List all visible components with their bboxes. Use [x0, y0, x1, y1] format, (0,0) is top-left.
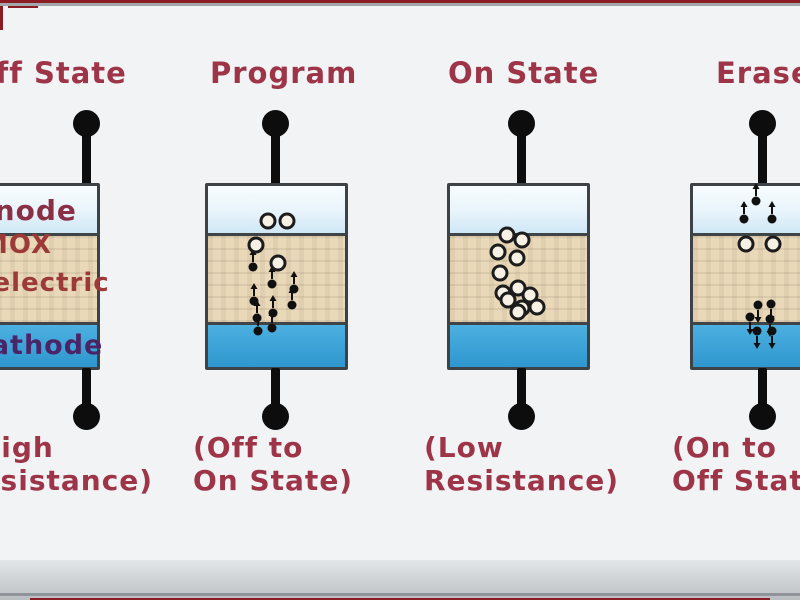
terminal-bottom-dot — [508, 403, 535, 430]
mox-label-line1: MOX — [0, 230, 53, 260]
terminal-top-stem — [758, 133, 767, 185]
mox-dielectric-layer — [693, 236, 800, 325]
terminal-top-dot — [508, 110, 535, 137]
device-box-on-state — [447, 183, 590, 370]
caption-off-state: (High Resistance) — [0, 431, 154, 497]
terminal-bottom-dot — [262, 403, 289, 430]
terminal-top-stem — [517, 133, 526, 185]
terminal-top-stem — [271, 133, 280, 185]
title-off-state: Off State — [0, 56, 127, 90]
caption-erase: (On to Off State) — [672, 431, 800, 497]
caption-program: (Off to On State) — [193, 431, 354, 497]
cathode-layer — [450, 325, 587, 367]
anode-label: Anode — [0, 194, 77, 227]
title-program: Program — [210, 56, 358, 90]
mox-dielectric-layer — [208, 236, 345, 325]
cathode-layer — [0, 325, 97, 367]
device-box-off-state — [0, 183, 100, 370]
device-box-program — [205, 183, 348, 370]
terminal-top-dot — [262, 110, 289, 137]
terminal-bottom-stem — [517, 368, 526, 406]
mox-dielectric-layer — [450, 236, 587, 325]
terminal-bottom-dot — [749, 403, 776, 430]
cathode-layer — [693, 325, 800, 367]
top-divider-line — [0, 3, 800, 6]
cathode-layer — [208, 325, 345, 367]
title-erase: Erase — [716, 56, 800, 90]
terminal-bottom-dot — [73, 403, 100, 430]
cathode-label: Cathode — [0, 330, 104, 361]
left-accent-sliver — [0, 0, 3, 30]
terminal-bottom-stem — [271, 368, 280, 406]
mox-dielectric-layer — [0, 236, 97, 325]
terminal-top-dot — [749, 110, 776, 137]
anode-layer — [208, 186, 345, 236]
terminal-bottom-stem — [758, 368, 767, 406]
anode-layer — [693, 186, 800, 236]
bottom-band-divider — [0, 593, 800, 596]
device-box-erase — [690, 183, 800, 370]
terminal-top-stem — [82, 133, 91, 185]
terminal-bottom-stem — [82, 368, 91, 406]
terminal-top-dot — [73, 110, 100, 137]
title-on-state: On State — [448, 56, 600, 90]
anode-layer — [450, 186, 587, 236]
caption-on-state: (Low Resistance) — [424, 431, 620, 497]
anode-layer — [0, 186, 97, 236]
bottom-accent-line — [30, 598, 770, 600]
top-accent-line — [0, 0, 800, 3]
mox-label-line2: Dielectric — [0, 268, 110, 298]
